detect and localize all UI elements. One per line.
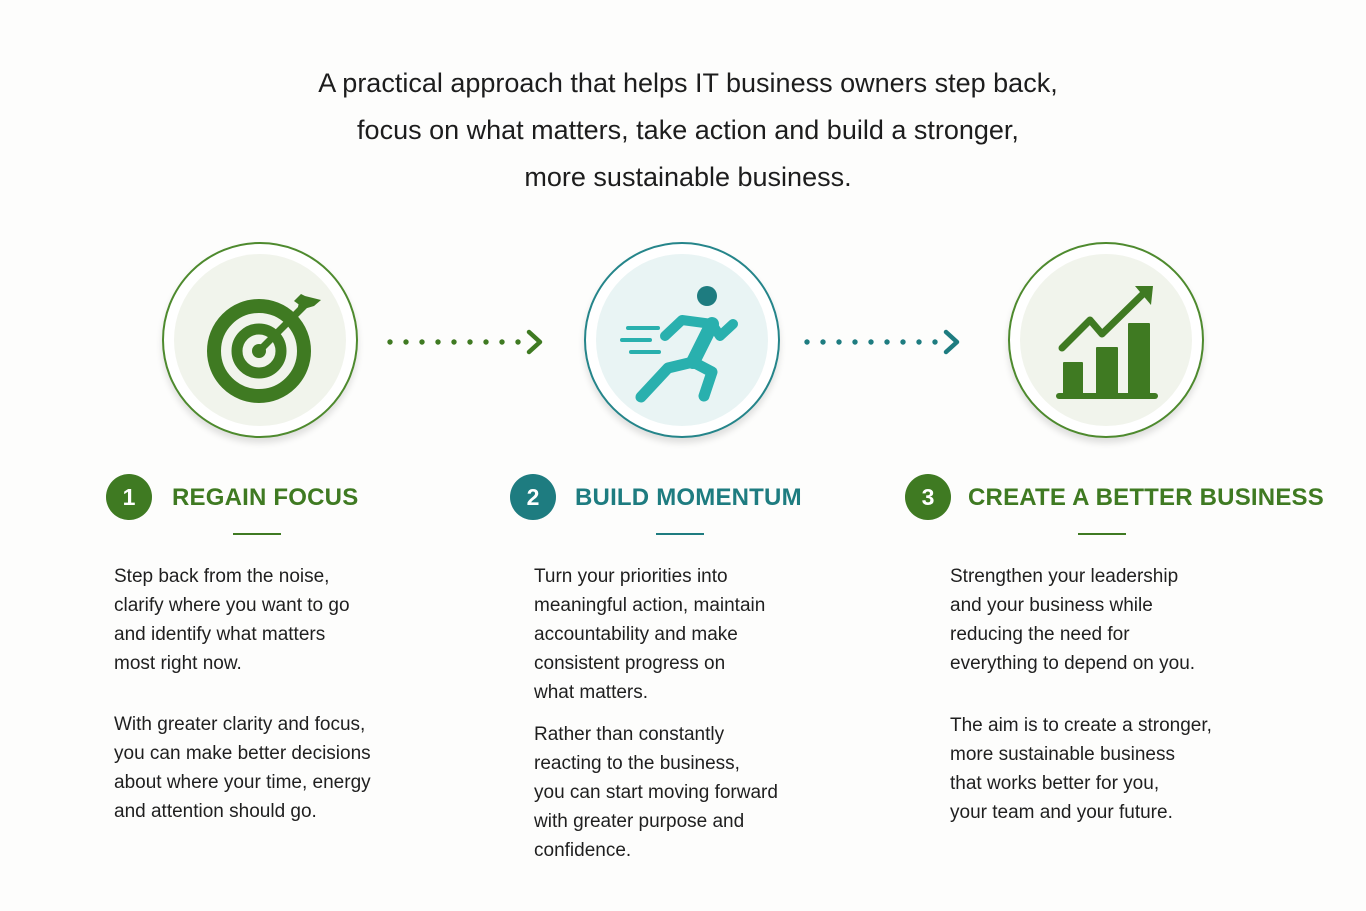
intro-line: more sustainable business. (524, 162, 852, 192)
text-line: you can make better decisions (114, 743, 371, 764)
intro-line: focus on what matters, take action and b… (357, 115, 1019, 145)
text-line: With greater clarity and focus, (114, 714, 366, 735)
growth-chart-icon (1056, 286, 1158, 399)
step-1-paragraph-1: Step back from the noise, clarify where … (114, 562, 350, 678)
running-person-icon (620, 286, 738, 403)
step-number-badge: 2 (510, 474, 556, 520)
text-line: Step back from the noise, (114, 566, 330, 587)
text-line: clarify where you want to go (114, 595, 350, 616)
step-2-header: 2 BUILD MOMENTUM (510, 474, 830, 524)
text-line: with greater purpose and (534, 811, 745, 832)
intro-line: A practical approach that helps IT busin… (318, 68, 1058, 98)
step-3-underline (1078, 533, 1126, 535)
text-line: The aim is to create a stronger, (950, 715, 1212, 736)
text-line: Turn your priorities into (534, 566, 728, 587)
dotted-arrow-connector-1 (387, 329, 543, 355)
text-line: meaningful action, maintain (534, 595, 766, 616)
text-line: most right now. (114, 653, 242, 674)
text-line: what matters. (534, 682, 649, 703)
step-title: REGAIN FOCUS (172, 484, 359, 511)
text-line: and attention should go. (114, 801, 317, 822)
step-3-header: 3 CREATE A BETTER BUSINESS (905, 474, 1325, 524)
text-line: confidence. (534, 840, 632, 861)
step-1-underline (233, 533, 281, 535)
text-line: and your business while (950, 595, 1153, 616)
step-title: CREATE A BETTER BUSINESS (968, 484, 1324, 511)
dotted-arrow-connector-2 (804, 329, 960, 355)
text-line: that works better for you, (950, 773, 1160, 794)
text-line: consistent progress on (534, 653, 726, 674)
step-1-header: 1 REGAIN FOCUS (106, 474, 406, 524)
step-title: BUILD MOMENTUM (575, 484, 802, 511)
step-1-paragraph-2: With greater clarity and focus, you can … (114, 710, 371, 826)
step-2-paragraph-1: Turn your priorities into meaningful act… (534, 562, 765, 707)
step-number-badge: 3 (905, 474, 951, 520)
text-line: reacting to the business, (534, 753, 740, 774)
text-line: reducing the need for (950, 624, 1130, 645)
step-3-paragraph-1: Strengthen your leadership and your busi… (950, 562, 1195, 678)
step-3-paragraph-2: The aim is to create a stronger, more su… (950, 711, 1212, 827)
text-line: and identify what matters (114, 624, 326, 645)
text-line: accountability and make (534, 624, 738, 645)
intro-text: A practical approach that helps IT busin… (183, 60, 1193, 201)
step-2-underline (656, 533, 704, 535)
arrow-head-icon (526, 329, 543, 355)
text-line: everything to depend on you. (950, 653, 1196, 674)
step-number-badge: 1 (106, 474, 152, 520)
step-2-icon-circle (584, 242, 780, 438)
text-line: you can start moving forward (534, 782, 778, 803)
step-2-paragraph-2: Rather than constantly reacting to the b… (534, 720, 778, 865)
text-line: more sustainable business (950, 744, 1175, 765)
text-line: Strengthen your leadership (950, 566, 1179, 587)
text-line: your team and your future. (950, 802, 1173, 823)
target-icon (207, 294, 321, 403)
arrow-head-icon (943, 329, 960, 355)
text-line: Rather than constantly (534, 724, 725, 745)
step-3-icon-circle (1008, 242, 1204, 438)
step-1-icon-circle (162, 242, 358, 438)
text-line: about where your time, energy (114, 772, 371, 793)
